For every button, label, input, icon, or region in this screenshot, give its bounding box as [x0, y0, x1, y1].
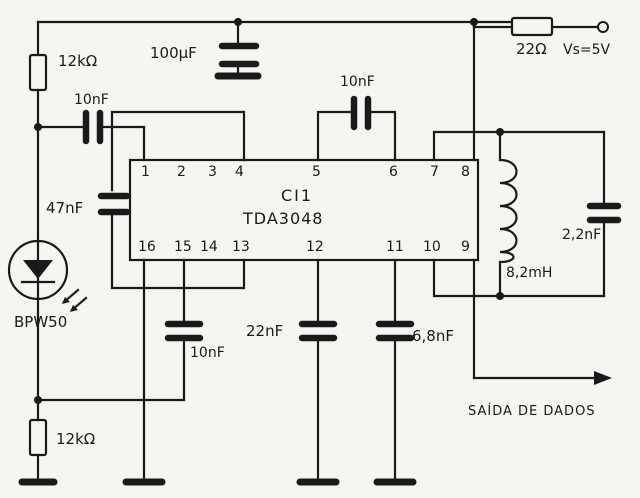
label-c-input: 10nF: [74, 92, 109, 108]
pin-16: 16: [138, 239, 156, 255]
pin-1: 1: [141, 164, 150, 180]
pin-3: 3: [208, 164, 217, 180]
label-c-47nf: 47nF: [46, 199, 83, 217]
pin-14: 14: [200, 239, 218, 255]
pin4-loop-wire: [110, 110, 246, 162]
ic-pin-numbers: 1 2 3 4 5 6 7 8 16 15 14 13 12 11 10 9: [138, 164, 470, 255]
capacitor-10nf-lower: [36, 258, 204, 402]
label-c-6-8nf: 6,8nF: [412, 327, 454, 345]
label-diode: BPW50: [14, 313, 67, 331]
pin-9: 9: [461, 239, 470, 255]
pin-4: 4: [235, 164, 244, 180]
junction-dots: [34, 18, 504, 404]
pin-11: 11: [386, 239, 404, 255]
pin-6: 6: [389, 164, 398, 180]
label-c-2-2nf: 2,2nF: [562, 227, 601, 243]
capacitor-10nf-input: [36, 109, 146, 162]
resistor-12k-top: [28, 53, 48, 92]
pin-13: 13: [232, 239, 250, 255]
label-ic-name: CI1: [281, 186, 313, 205]
capacitor-22nf: [296, 258, 340, 486]
label-c-22nf: 22nF: [246, 322, 283, 340]
pin-12: 12: [306, 239, 324, 255]
label-c-top-center: 10nF: [340, 74, 375, 90]
capacitor-47nf: [97, 125, 246, 290]
capacitor-10nf-top: [316, 95, 397, 162]
ic-body: [128, 158, 480, 262]
label-ic-part: TDA3048: [242, 209, 323, 228]
pin-5: 5: [312, 164, 321, 180]
capacitor-100uf: [214, 20, 262, 80]
label-c-lower-left: 10nF: [190, 345, 225, 361]
label-inductor: 8,2mH: [506, 265, 552, 281]
label-r-supply: 22Ω: [516, 40, 547, 58]
inductor-icon: [498, 158, 518, 264]
tank-circuit: [432, 130, 622, 298]
pin-8: 8: [461, 164, 470, 180]
pin-2: 2: [177, 164, 186, 180]
resistor-12k-bottom: [28, 418, 48, 457]
supply-rail: [36, 20, 600, 29]
resistor-22ohm: [510, 16, 554, 37]
pin-10: 10: [423, 239, 441, 255]
capacitor-6-8nf: [373, 258, 417, 486]
label-output: SAÍDA DE DADOS: [468, 403, 596, 419]
label-supply: Vs=5V: [563, 42, 611, 58]
pin-7: 7: [430, 164, 439, 180]
supply-terminal-icon: [597, 21, 609, 33]
pin-15: 15: [174, 239, 192, 255]
label-r-top: 12kΩ: [58, 52, 97, 70]
label-c-supply: 100µF: [150, 44, 197, 62]
output-arrow-icon: [594, 371, 612, 385]
label-r-bottom: 12kΩ: [56, 430, 95, 448]
photodiode-icon: [7, 239, 88, 312]
